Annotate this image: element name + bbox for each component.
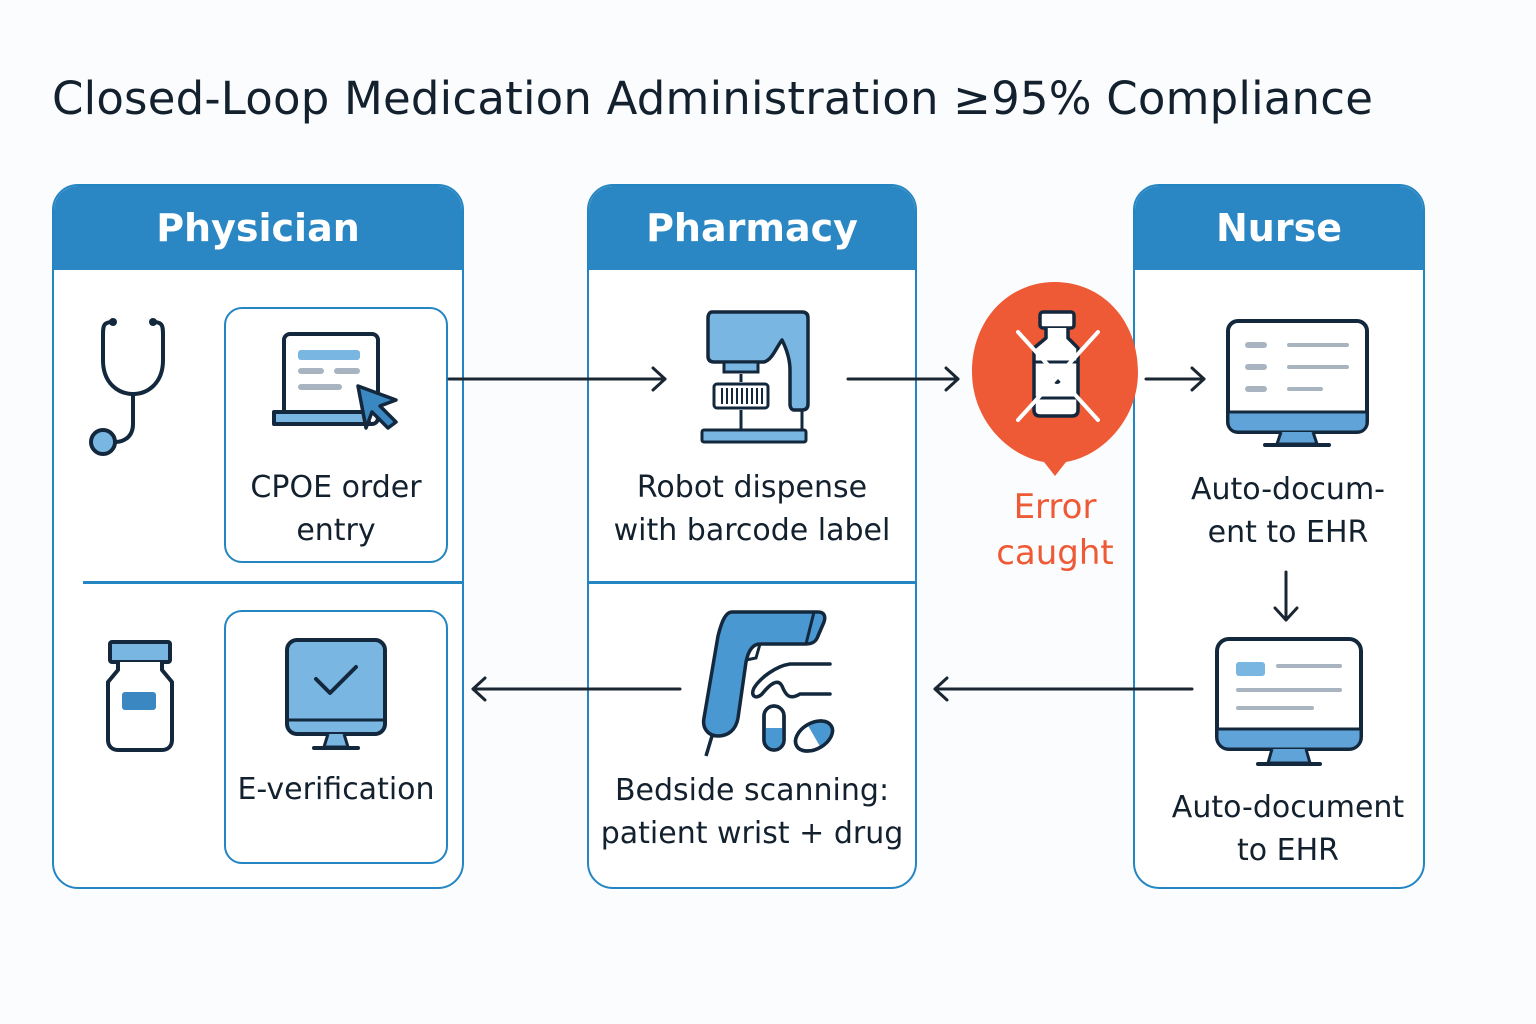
arrow-bedside-to-everify bbox=[471, 676, 682, 702]
error-caught-label: Error caught bbox=[975, 484, 1135, 576]
lane-header-pharmacy: Pharmacy bbox=[589, 186, 915, 270]
step-label-everification: E-verification bbox=[237, 772, 435, 807]
laptop-order-icon bbox=[272, 332, 398, 430]
lane-divider bbox=[589, 581, 915, 584]
monitor-check-icon bbox=[285, 638, 387, 750]
step-label-line: Bedside scanning: bbox=[614, 773, 890, 808]
stethoscope-icon bbox=[89, 318, 165, 456]
lane-nurse: Nurse bbox=[1133, 184, 1425, 889]
monitor-document-icon bbox=[1215, 637, 1363, 766]
step-label-bedside: Bedside scanning: patient wrist + drug bbox=[589, 769, 915, 855]
step-label-ehr-bottom: Auto-document to EHR bbox=[1135, 786, 1441, 872]
step-label-line: entry bbox=[296, 513, 376, 548]
step-label-line: Robot dispense bbox=[636, 470, 868, 505]
crossed-vial-icon bbox=[1016, 310, 1100, 422]
step-label-cpoe: CPOE order entry bbox=[224, 466, 448, 552]
step-label-ehr-top: Auto-docum- ent to EHR bbox=[1135, 468, 1441, 554]
lane-pharmacy: Pharmacy bbox=[587, 184, 917, 889]
monitor-document-icon bbox=[1226, 319, 1369, 447]
page-title: Closed-Loop Medication Administration ≥9… bbox=[52, 72, 1374, 125]
step-label-robot: Robot dispense with barcode label bbox=[589, 466, 915, 552]
step-label-line: patient wrist + drug bbox=[600, 816, 904, 851]
error-label-line: caught bbox=[996, 533, 1114, 573]
arrow-ehr-to-bedside bbox=[933, 676, 1194, 702]
step-card-cpoe[interactable] bbox=[224, 307, 448, 563]
arrow-ehr-down bbox=[1273, 570, 1299, 622]
step-label-line: Auto-document bbox=[1171, 790, 1405, 825]
lane-divider bbox=[83, 581, 463, 584]
arrow-cpoe-to-robot bbox=[447, 366, 667, 392]
lane-header-nurse: Nurse bbox=[1135, 186, 1423, 270]
barcode-scanner-icon bbox=[701, 610, 835, 757]
medicine-bottle-icon bbox=[106, 640, 174, 752]
step-label-line: to EHR bbox=[1236, 833, 1339, 868]
step-label-line: CPOE order bbox=[250, 470, 422, 505]
step-label-line: with barcode label bbox=[613, 513, 891, 548]
arrow-error-to-ehr bbox=[1144, 366, 1206, 392]
error-label-line: Error bbox=[1013, 487, 1097, 527]
lane-header-physician: Physician bbox=[54, 186, 462, 270]
step-label-line: Auto-docum- bbox=[1191, 472, 1385, 507]
robot-dispenser-icon bbox=[700, 310, 810, 444]
step-label-line: ent to EHR bbox=[1207, 515, 1369, 550]
arrow-robot-to-error bbox=[846, 366, 960, 392]
